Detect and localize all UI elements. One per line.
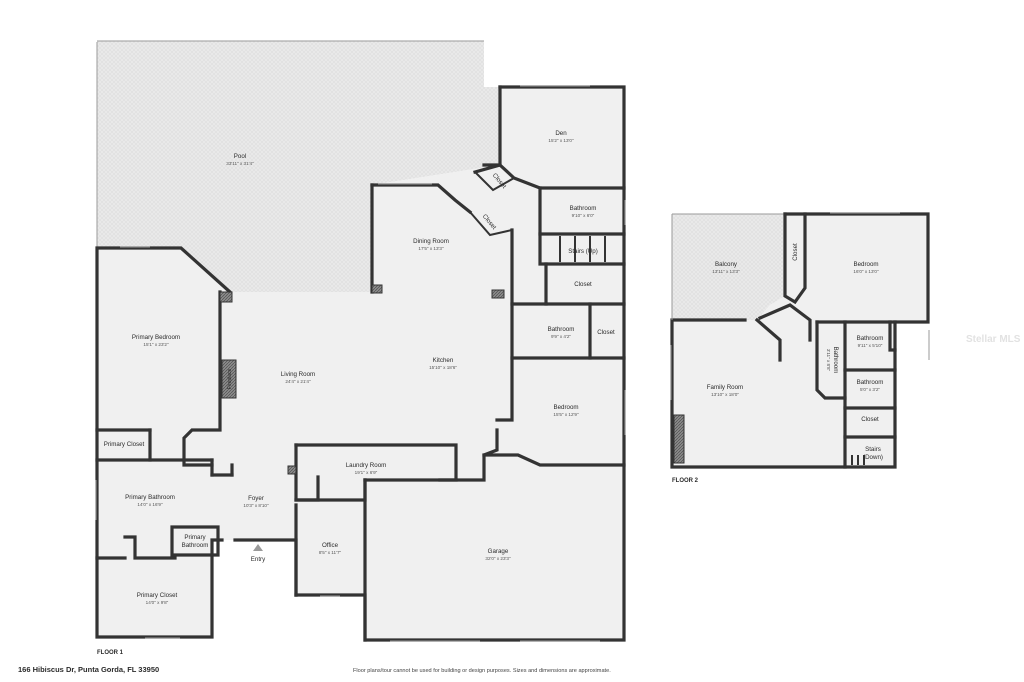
stairs-up-steps (559, 236, 606, 262)
svg-text:15'2" x 13'0": 15'2" x 13'0" (548, 138, 574, 143)
room-label-bathroom-2: Bathroom 9'9" x 4'2" (548, 326, 575, 339)
svg-text:14'0" x 16'9": 14'0" x 16'9" (137, 502, 163, 507)
svg-text:13'10" x 18'0": 13'10" x 18'0" (711, 392, 739, 397)
svg-text:15'1" x 23'2": 15'1" x 23'2" (143, 342, 169, 347)
pool-deck-area (97, 41, 500, 292)
room-label-primary-bathroom: Primary Bathroom 14'0" x 16'9" (125, 494, 175, 507)
svg-text:19'1" x 6'9": 19'1" x 6'9" (355, 470, 378, 475)
room-label-closet-2b: Closet (861, 416, 879, 423)
svg-text:Bedroom: Bedroom (553, 404, 578, 411)
room-label-closet-d: Closet (597, 329, 615, 336)
room-label-bathroom-2a: Bathroom 9'11" x 5'10" (857, 335, 884, 348)
svg-text:Office: Office (322, 542, 339, 549)
svg-text:Pool: Pool (234, 153, 246, 160)
room-label-stairs-down: Stairs (Down) (863, 446, 883, 461)
room-label-stairs-up: Stairs (Up) (568, 248, 598, 255)
svg-text:Dining Room: Dining Room (413, 238, 449, 245)
svg-text:Primary Closet: Primary Closet (137, 592, 178, 599)
entry-label: Entry (251, 556, 266, 563)
room-label-primary-closet-a: Primary Closet (104, 441, 145, 448)
svg-text:Bathroom: Bathroom (182, 542, 209, 549)
svg-text:Kitchen: Kitchen (433, 357, 454, 364)
svg-text:Bathroom: Bathroom (857, 379, 884, 386)
svg-text:16'0" x 13'0": 16'0" x 13'0" (853, 269, 879, 274)
room-label-foyer: Foyer 10'3" x 8'10" (243, 495, 269, 508)
room-label-laundry-room: Laundry Room 19'1" x 6'9" (346, 462, 387, 475)
svg-text:15'10" x 18'6": 15'10" x 18'6" (429, 365, 457, 370)
room-label-dining-room: Dining Room 17'5" x 13'3" (413, 238, 449, 251)
room-label-living-room: Living Room 24'4" x 21'4" (281, 371, 315, 384)
svg-text:Balcony: Balcony (715, 261, 738, 268)
svg-text:Bathroom: Bathroom (570, 205, 597, 212)
svg-text:14'0" x 9'8": 14'0" x 9'8" (146, 600, 169, 605)
svg-text:Laundry Room: Laundry Room (346, 462, 387, 469)
stairs-down-steps (851, 455, 865, 465)
room-label-primary-bedroom: Primary Bedroom 15'1" x 23'2" (132, 334, 180, 347)
svg-text:15'5" x 12'9": 15'5" x 12'9" (553, 412, 579, 417)
svg-text:32'0" x 23'3": 32'0" x 23'3" (485, 556, 511, 561)
svg-text:10'3" x 8'10": 10'3" x 8'10" (243, 503, 269, 508)
floor-2-plan: Balcony 13'11" x 13'3" Bedroom 16'0" x 1… (670, 212, 930, 484)
room-label-kitchen: Kitchen 15'10" x 18'6" (429, 357, 457, 370)
entry-arrow-icon (253, 544, 263, 551)
svg-text:(Down): (Down) (863, 454, 883, 461)
room-label-closet-c: Closet (574, 281, 592, 288)
svg-text:3'11" x 8'8": 3'11" x 8'8" (826, 349, 831, 372)
svg-text:Foyer: Foyer (248, 495, 264, 502)
svg-text:Primary Bathroom: Primary Bathroom (125, 494, 175, 501)
svg-text:Den: Den (555, 130, 567, 137)
room-label-bedroom: Bedroom 15'5" x 12'9" (553, 404, 579, 417)
room-label-family-room: Family Room 13'10" x 18'0" (707, 384, 743, 397)
floor-1-exterior-wall (294, 85, 626, 642)
svg-text:Bathroom: Bathroom (548, 326, 575, 333)
svg-text:Stairs: Stairs (865, 446, 881, 453)
floor-1-plan: Pool 33'11" x 31'4" Den 15'2" x 13'0" Di… (95, 40, 626, 656)
room-label-garage: Garage 32'0" x 23'3" (485, 548, 511, 561)
room-label-bedroom-2: Bedroom 16'0" x 13'0" (853, 261, 879, 274)
balcony-area (672, 214, 785, 320)
floor-1-label: FLOOR 1 (97, 650, 124, 656)
room-label-den: Den 15'2" x 13'0" (548, 130, 574, 143)
disclaimer-text: Floor plans/tour cannot be used for buil… (353, 668, 611, 674)
svg-text:Primary: Primary (184, 534, 206, 541)
room-label-pool: Pool 33'11" x 31'4" (226, 153, 254, 166)
svg-text:17'5" x 13'3": 17'5" x 13'3" (418, 246, 444, 251)
svg-text:Bathroom: Bathroom (857, 335, 884, 342)
svg-text:Primary Bedroom: Primary Bedroom (132, 334, 180, 341)
floor-2-exterior-wall (670, 212, 930, 469)
svg-text:Living Room: Living Room (281, 371, 315, 378)
mls-watermark: Stellar MLS (966, 334, 1021, 345)
svg-text:24'4" x 21'4": 24'4" x 21'4" (285, 379, 311, 384)
svg-text:Bedroom: Bedroom (853, 261, 878, 268)
room-label-primary-closet-b: Primary Closet 14'0" x 9'8" (137, 592, 178, 605)
svg-text:9'10" x 6'0": 9'10" x 6'0" (572, 213, 595, 218)
floor-2-label: FLOOR 2 (672, 478, 699, 484)
svg-text:13'11" x 13'3": 13'11" x 13'3" (712, 269, 740, 274)
room-label-bathroom-vertical: Bathroom 3'11" x 8'8" (826, 347, 839, 374)
svg-text:Garage: Garage (488, 548, 509, 555)
room-label-primary-bathroom-small: Primary Bathroom (182, 534, 209, 549)
svg-text:33'11" x 31'4": 33'11" x 31'4" (226, 161, 254, 166)
fireplace-hatch (221, 359, 237, 399)
svg-text:9'9" x 4'2": 9'9" x 4'2" (551, 334, 571, 339)
room-label-fireplace: Fireplace (227, 369, 233, 390)
room-label-bathroom-2b: Bathroom 5'0" x 3'2" (857, 379, 884, 392)
room-label-balcony: Balcony 13'11" x 13'3" (712, 261, 740, 274)
svg-text:5'0" x 3'2": 5'0" x 3'2" (860, 387, 880, 392)
floor-1-interior (97, 87, 624, 640)
room-label-closet-2a: Closet (792, 243, 799, 261)
room-label-office: Office 8'5" x 11'7" (319, 542, 342, 555)
room-label-bathroom-1: Bathroom 9'10" x 6'0" (570, 205, 597, 218)
svg-text:Bathroom: Bathroom (832, 347, 839, 374)
svg-text:Family Room: Family Room (707, 384, 743, 391)
svg-text:8'5" x 11'7": 8'5" x 11'7" (319, 550, 342, 555)
svg-text:9'11" x 5'10": 9'11" x 5'10" (858, 343, 883, 348)
property-address: 166 Hibiscus Dr, Punta Gorda, FL 33950 (18, 665, 160, 674)
